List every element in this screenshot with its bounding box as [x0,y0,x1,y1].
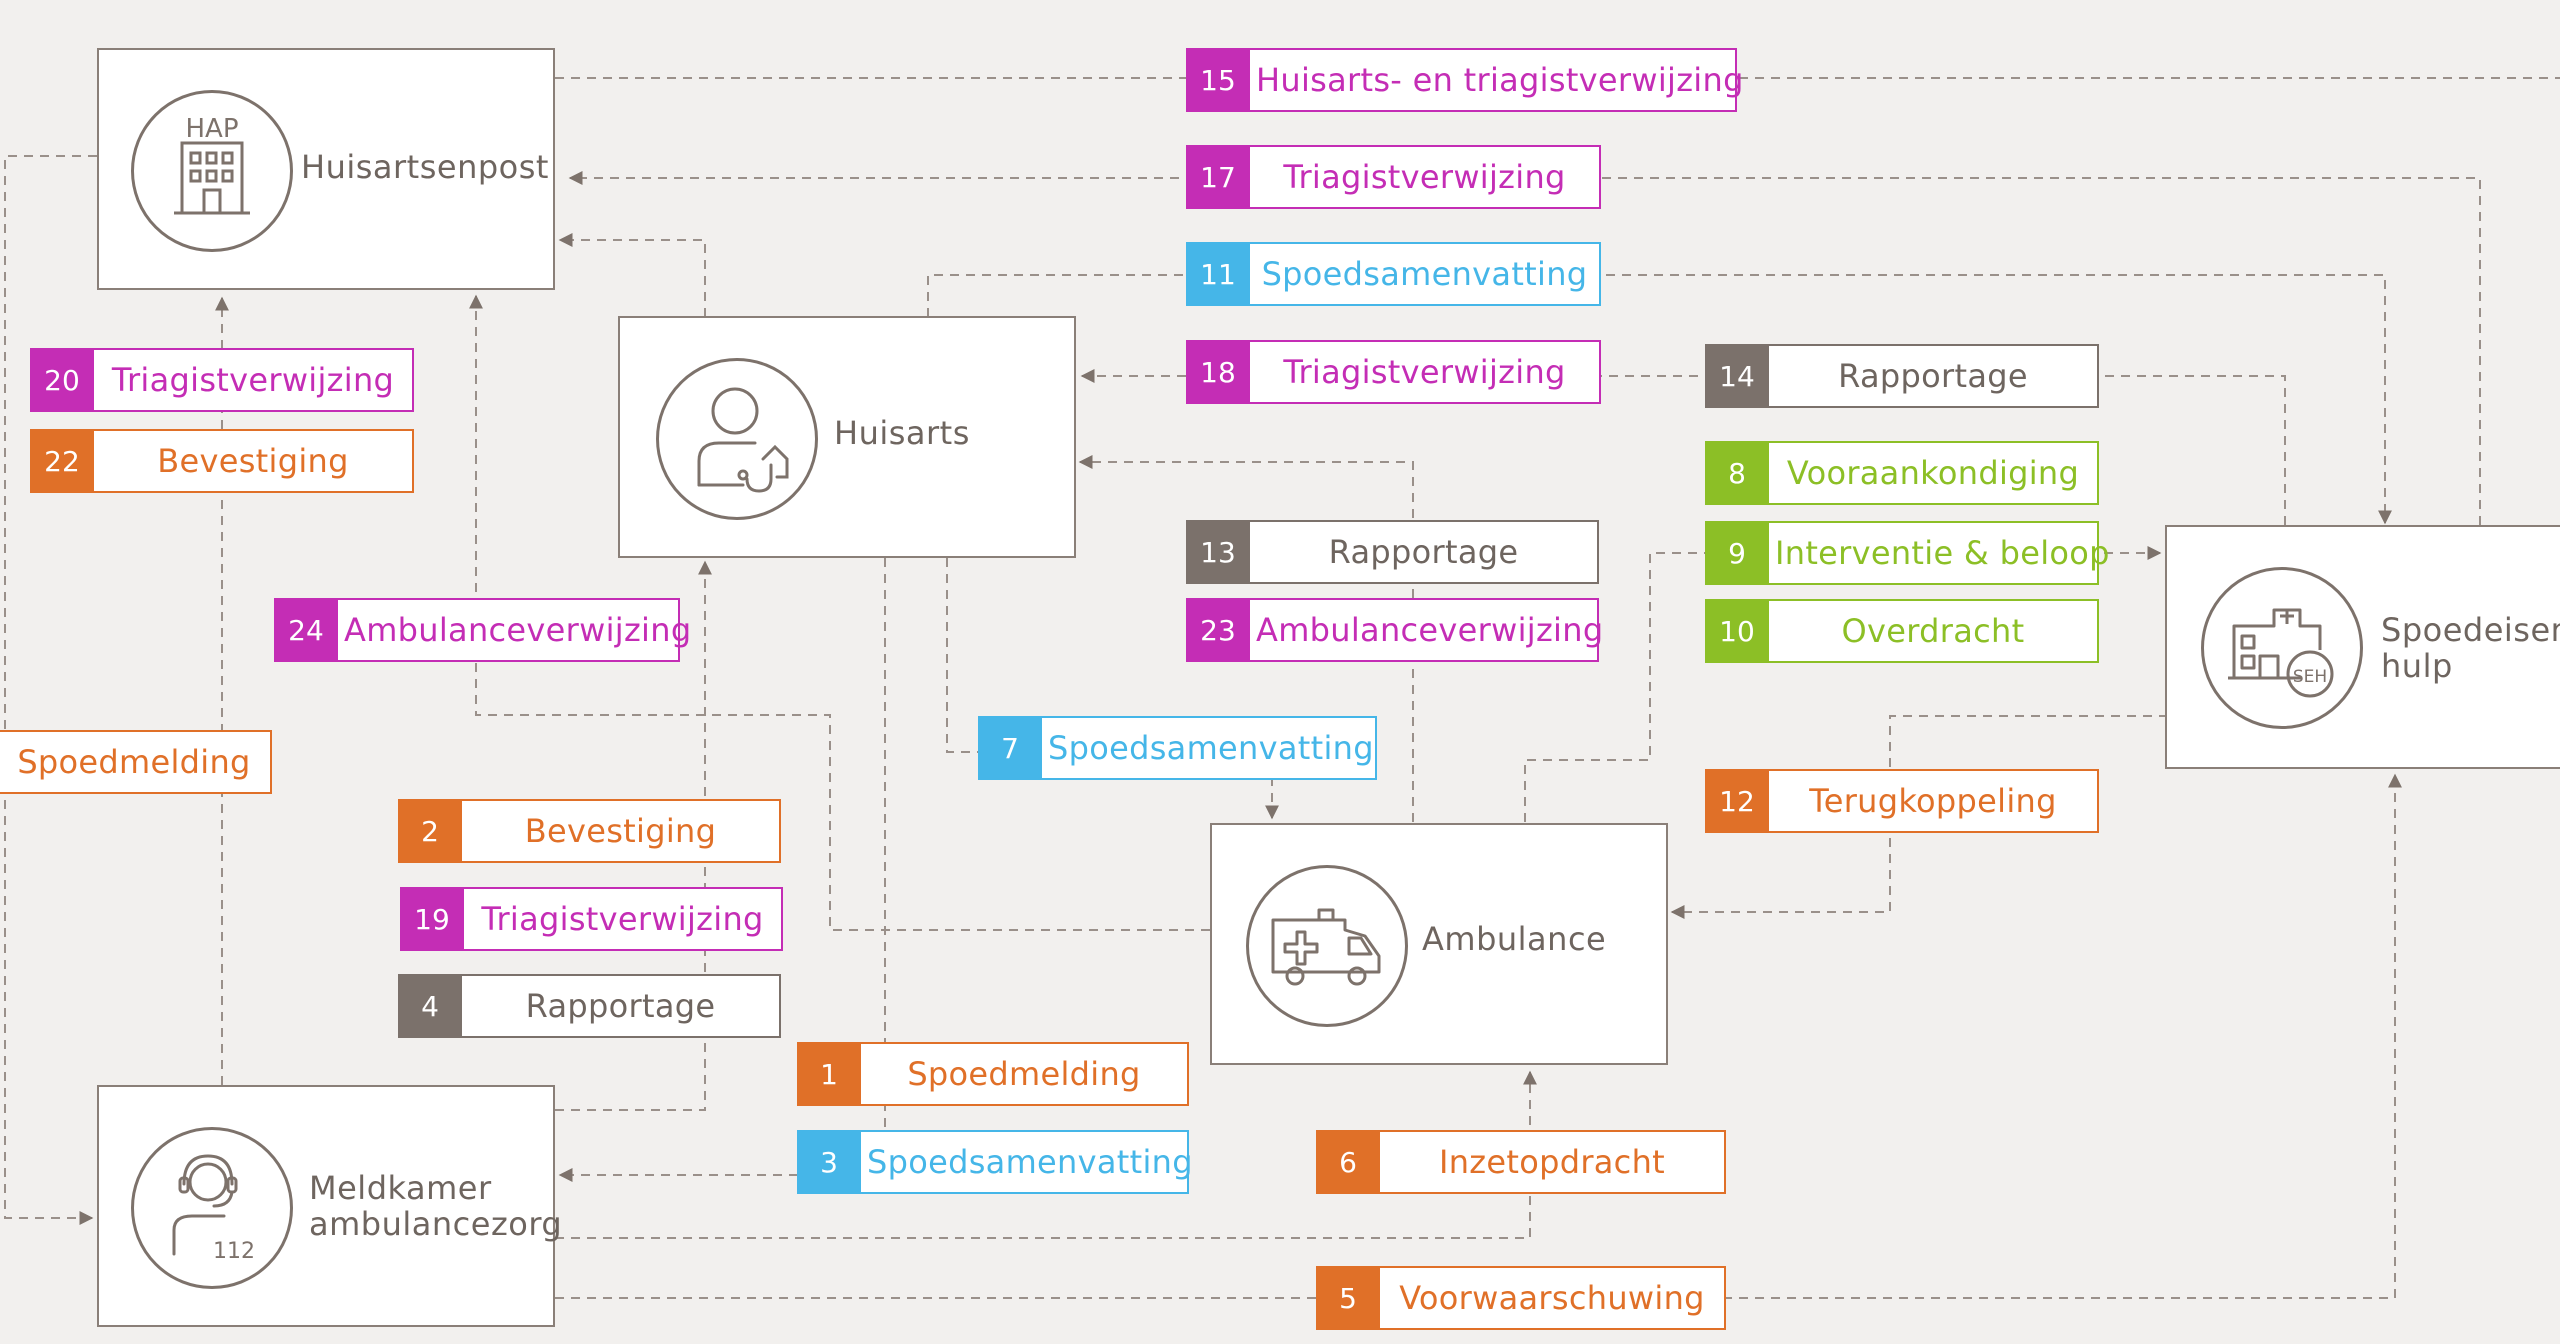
svg-text:HAP: HAP [185,114,238,144]
node-title-line1: Spoedeisende [2381,611,2560,649]
node-title-line2: ambulancezorg [309,1205,563,1243]
message-label: Voorwaarschuwing [1399,1279,1705,1317]
node-title: Ambulance [1422,920,1607,958]
message-number: 13 [1186,520,1250,584]
message-number: 12 [1705,769,1769,833]
message-6: 6 Inzetopdracht [1316,1130,1726,1194]
message-20: 20 Triagistverwijzing [30,348,414,412]
message-label: Spoedmelding [17,743,251,781]
node-huisarts: Huisarts [618,316,1076,558]
message-label: Bevestiging [157,442,349,480]
node-huisartsenpost: HAP Huisartsenpost [97,48,555,290]
message-spoedmelding: Spoedmelding [0,730,272,794]
message-number: 7 [978,716,1042,780]
message-13: 13 Rapportage [1186,520,1599,584]
node-title: Huisarts [834,414,970,452]
message-label: Spoedsamenvatting [1261,255,1588,293]
message-number: 23 [1186,598,1250,662]
message-label: Spoedsamenvatting [1048,729,1374,767]
message-label: Spoedmelding [907,1055,1141,1093]
message-number: 19 [400,887,464,951]
message-number: 9 [1705,521,1769,585]
message-8: 8 Vooraankondiging [1705,441,2099,505]
hap-building-icon: HAP [131,90,293,252]
message-17: 17 Triagistverwijzing [1186,145,1601,209]
message-label: Rapportage [525,987,716,1025]
node-meldkamer-ambulancezorg: 112 Meldkamer ambulancezorg [97,1085,562,1327]
node-ambulance: Ambulance [1210,823,1668,1065]
message-11: 11 Spoedsamenvatting [1186,242,1601,306]
message-label: Vooraankondiging [1786,454,2080,492]
message-number: 15 [1186,48,1250,112]
node-spoedeisende-hulp: SEH Spoedeisende hulp [2165,525,2560,769]
message-label: Rapportage [1838,357,2028,395]
message-label: Triagistverwijzing [111,361,395,399]
message-label: Rapportage [1328,533,1519,571]
message-label: Inzetopdracht [1438,1143,1666,1181]
node-title-line2: hulp [2381,647,2453,685]
message-number: 24 [274,598,338,662]
message-number: 5 [1316,1266,1380,1330]
message-4: 4 Rapportage [398,974,781,1038]
dispatcher-headset-icon: 112 [131,1127,293,1289]
message-label: Interventie & beloop [1775,534,2110,572]
message-10: 10 Overdracht [1705,599,2099,663]
message-number: 1 [797,1042,861,1106]
message-number: 10 [1705,599,1769,663]
node-title: Huisartsenpost [301,148,549,186]
message-number: 17 [1186,145,1250,209]
hospital-icon: SEH [2201,567,2363,729]
message-number: 22 [30,429,94,493]
node-title-line1: Meldkamer [309,1169,492,1207]
ambulance-icon [1246,865,1408,1027]
message-number: 6 [1316,1130,1380,1194]
message-1: 1 Spoedmelding [797,1042,1189,1106]
message-number: 8 [1705,441,1769,505]
message-number: 11 [1186,242,1250,306]
message-2: 2 Bevestiging [398,799,781,863]
message-number: 2 [398,799,462,863]
message-label: Bevestiging [524,812,717,850]
svg-text:SEH: SEH [2293,667,2327,687]
message-label: Ambulanceverwijzing [1256,611,1604,649]
message-label: Spoedsamenvatting [867,1143,1193,1181]
message-label: Terugkoppeling [1809,782,2057,820]
message-12: 12 Terugkoppeling [1705,769,2099,833]
message-label: Overdracht [1841,612,2025,650]
message-label: Triagistverwijzing [1283,158,1566,196]
doctor-icon [656,358,818,520]
message-number: 20 [30,348,94,412]
message-label: Triagistverwijzing [481,900,764,938]
message-19: 19 Triagistverwijzing [400,887,783,951]
message-label: Ambulanceverwijzing [344,611,692,649]
message-number: 18 [1186,340,1250,404]
message-18: 18 Triagistverwijzing [1186,340,1601,404]
svg-text:112: 112 [213,1239,255,1264]
message-number: 4 [398,974,462,1038]
message-label: Huisarts- en triagistverwijzing [1256,61,1744,99]
message-14: 14 Rapportage [1705,344,2099,408]
message-22: 22 Bevestiging [30,429,414,493]
message-number: 14 [1705,344,1769,408]
message-label: Triagistverwijzing [1283,353,1566,391]
message-number: 3 [797,1130,861,1194]
message-5: 5 Voorwaarschuwing [1316,1266,1726,1330]
